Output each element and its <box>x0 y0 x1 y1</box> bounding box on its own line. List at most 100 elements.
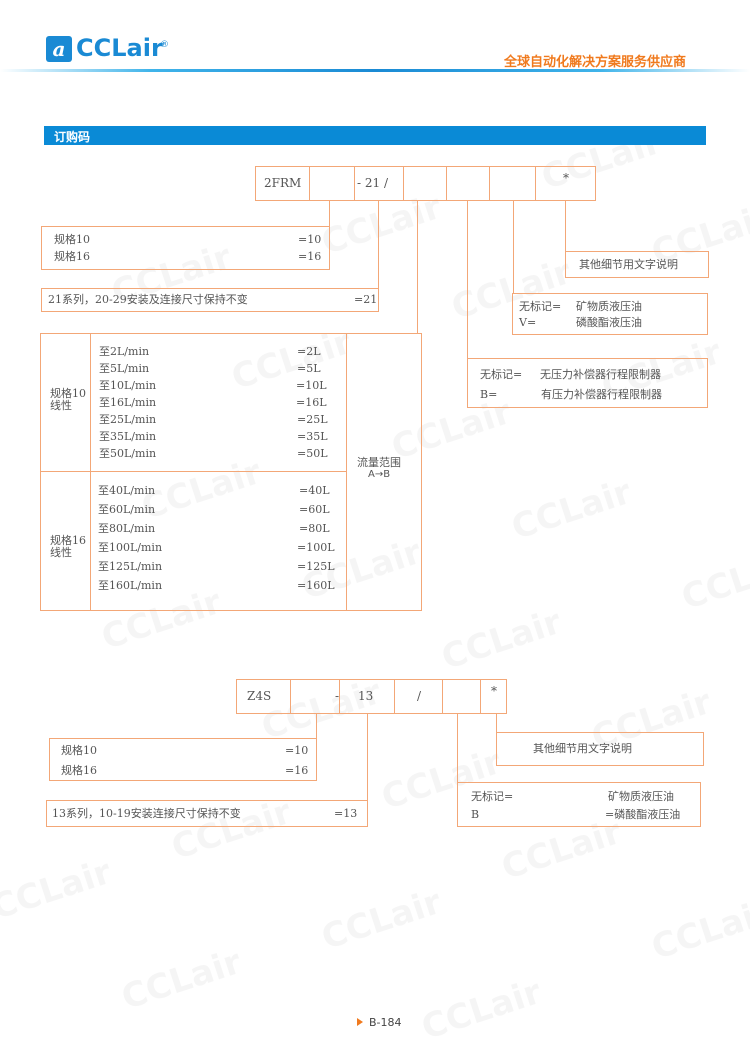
other-details-label: 其他细节用文字说明 <box>579 258 678 271</box>
flow-option-code: =50L <box>297 447 328 460</box>
flow-option-label: 至16L/min <box>99 396 157 409</box>
fluid-label: =磷酸酯液压油 <box>605 808 681 821</box>
series-code: =21 <box>354 293 378 306</box>
connector-line <box>565 201 566 251</box>
logo-icon: a <box>46 36 72 62</box>
code-cell-other: * <box>480 679 507 714</box>
flow-group-label: 规格16 <box>50 534 86 547</box>
flow-range-direction: A→B <box>368 469 391 480</box>
series-code: =13 <box>334 807 358 820</box>
flow-option-code: =40L <box>299 484 330 497</box>
flow-table <box>40 333 422 611</box>
connector-line <box>457 714 458 782</box>
size-options-box: 规格10 =10 规格16 =16 <box>41 226 330 270</box>
compensator-code: 无标记= <box>480 368 523 381</box>
flow-option-code: =10L <box>296 379 327 392</box>
table-divider <box>40 471 347 472</box>
flow-option-label: 至10L/min <box>99 379 157 392</box>
fluid-label: 矿物质液压油 <box>576 300 642 313</box>
fluid-code: V= <box>519 316 537 329</box>
series-label: 21系列，20-29安装及连接尺寸保持不变 <box>48 293 248 306</box>
registered-mark: ® <box>160 40 169 50</box>
fluid-code: B <box>471 808 480 821</box>
table-divider <box>90 333 91 611</box>
option-label: 规格10 <box>54 233 90 246</box>
flow-group-label: 规格10 <box>50 387 86 400</box>
flow-option-code: =35L <box>297 430 328 443</box>
flow-option-code: =125L <box>297 560 335 573</box>
fluid-label: 矿物质液压油 <box>608 790 674 803</box>
watermark: CCLair <box>117 942 246 1018</box>
option-label: 规格16 <box>54 250 90 263</box>
code-cell-series: - 21 / <box>354 166 404 201</box>
option-code: =16 <box>298 250 322 263</box>
connector-line <box>316 714 317 738</box>
option-label: 规格16 <box>61 764 97 777</box>
series-label: 13系列，10-19安装连接尺寸保持不变 <box>52 807 241 820</box>
code-cell-other: * <box>535 166 596 201</box>
code-cell-series: - 13 13 <box>339 679 395 714</box>
flow-option-code: =25L <box>297 413 328 426</box>
series-code: 13 <box>358 689 374 703</box>
code-cell-model: 2FRM <box>255 166 310 201</box>
other-details-box: 其他细节用文字说明 <box>565 251 709 278</box>
watermark: CCLair <box>317 882 446 958</box>
flow-option-label: 至60L/min <box>98 503 156 516</box>
page-number: B-184 <box>369 1016 402 1029</box>
watermark: CCLair <box>0 852 116 928</box>
code-cell-fluid: / <box>394 679 443 714</box>
code-cell-blank <box>442 679 481 714</box>
code-cell-size <box>309 166 355 201</box>
flow-group-label: 线性 <box>50 546 72 559</box>
compensator-label: 有压力补偿器行程限制器 <box>541 388 662 401</box>
flow-option-code: =2L <box>297 345 321 358</box>
watermark: CCLair <box>647 892 750 968</box>
connector-line <box>496 714 497 733</box>
fluid-options-box: 无标记= 矿物质液压油 V= 磷酸酯液压油 <box>512 293 708 335</box>
option-label: 规格10 <box>61 744 97 757</box>
fluid-code: 无标记= <box>519 300 562 313</box>
compensator-options-box: 无标记= 无压力补偿器行程限制器 B= 有压力补偿器行程限制器 <box>467 358 708 408</box>
series-box: 21系列，20-29安装及连接尺寸保持不变 =21 <box>41 288 379 312</box>
size-options-box: 规格10 =10 规格16 =16 <box>49 738 317 781</box>
flow-option-label: 至50L/min <box>99 447 157 460</box>
connector-line <box>329 201 330 237</box>
watermark: CCLair <box>417 972 546 1048</box>
fluid-label: 磷酸酯液压油 <box>576 316 642 329</box>
flow-option-code: =80L <box>299 522 330 535</box>
connector-line <box>513 201 514 293</box>
flow-option-label: 至80L/min <box>98 522 156 535</box>
flow-option-label: 至35L/min <box>99 430 157 443</box>
page-marker-icon <box>357 1018 363 1026</box>
section-header: 订购码 <box>44 126 706 145</box>
code-cell-compensator <box>446 166 490 201</box>
flow-range-label: 流量范围 <box>357 456 401 469</box>
flow-option-code: =5L <box>297 362 321 375</box>
option-code: =10 <box>285 744 309 757</box>
flow-option-label: 至125L/min <box>98 560 163 573</box>
connector-line <box>417 201 418 333</box>
other-details-label: 其他细节用文字说明 <box>533 742 632 755</box>
code-cell-model: Z4S <box>236 679 291 714</box>
flow-option-code: =100L <box>297 541 335 554</box>
option-code: =10 <box>298 233 322 246</box>
watermark: CCLair <box>677 542 750 618</box>
table-divider <box>346 333 347 611</box>
connector-line <box>367 714 368 800</box>
section-title: 订购码 <box>54 130 91 144</box>
flow-option-label: 至2L/min <box>99 345 150 358</box>
compensator-label: 无压力补偿器行程限制器 <box>540 368 661 381</box>
fluid-options-box: 无标记= 矿物质液压油 B =磷酸酯液压油 <box>457 782 701 827</box>
logo-text: CCLair <box>76 34 163 62</box>
flow-option-code: =160L <box>297 579 335 592</box>
flow-option-label: 至160L/min <box>98 579 163 592</box>
flow-option-label: 至25L/min <box>99 413 157 426</box>
option-code: =16 <box>285 764 309 777</box>
compensator-code: B= <box>480 388 498 401</box>
code-cell-fluid <box>489 166 536 201</box>
header-divider <box>0 69 750 72</box>
flow-option-label: 至40L/min <box>98 484 156 497</box>
other-details-box: 其他细节用文字说明 <box>496 732 704 766</box>
flow-option-label: 至5L/min <box>99 362 150 375</box>
code-cell-size: - <box>290 679 340 714</box>
